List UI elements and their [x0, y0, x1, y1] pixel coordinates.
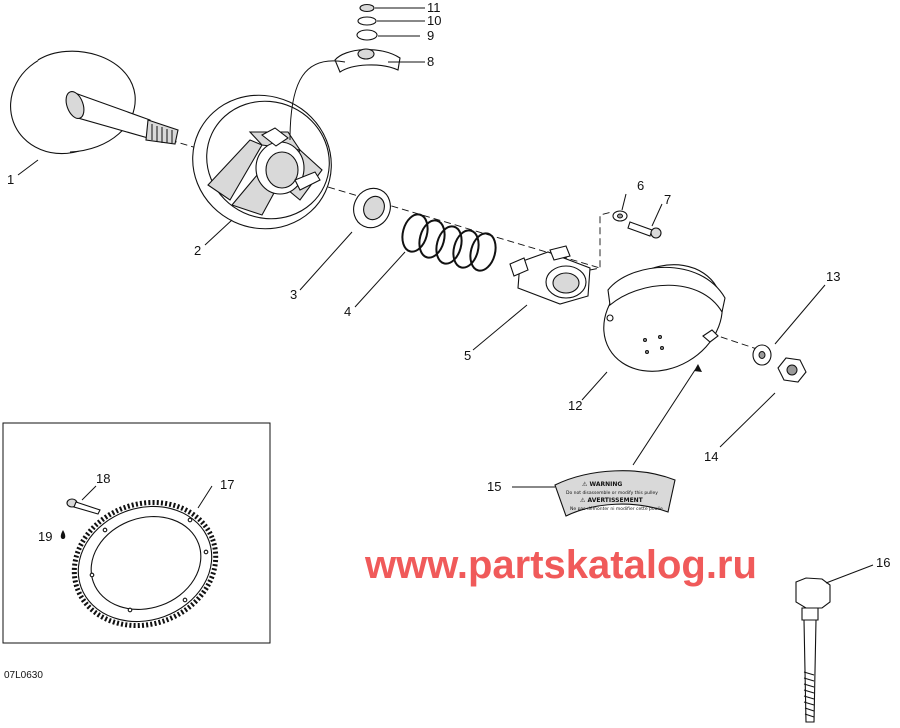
- callout-leaders: [17, 7, 874, 584]
- part-washer-13: [752, 344, 772, 366]
- callout-1: 1: [7, 172, 14, 187]
- inset-frame: [2, 422, 271, 644]
- part-nut: [777, 357, 807, 383]
- part-screw: [627, 221, 662, 239]
- callout-7: 7: [664, 192, 671, 207]
- callout-2: 2: [194, 243, 201, 258]
- part-washer-small: [612, 210, 628, 222]
- callout-15: 15: [487, 479, 501, 494]
- part-ring-gear: [71, 499, 219, 629]
- callout-10: 10: [427, 13, 441, 28]
- part-inset-screw: [66, 498, 101, 515]
- callout-4: 4: [344, 304, 351, 319]
- callout-19: 19: [38, 529, 52, 544]
- arrowhead-icon: [694, 364, 702, 372]
- decal-line-3: ⚠ AVERTISSEMENT: [580, 497, 644, 504]
- decal-line-4: Ne pas démonter ni modifier cette poulie: [570, 505, 663, 512]
- callout-11: 11: [427, 0, 441, 15]
- watermark-text: www.partskatalog.ru: [364, 543, 757, 587]
- thread-locker-drop-icon: [60, 530, 66, 539]
- part-cover: [603, 264, 726, 372]
- callout-3: 3: [290, 287, 297, 302]
- part-spring: [401, 213, 497, 272]
- leader-shoe-to-sheave: [289, 60, 346, 141]
- part-spring-seat: [353, 187, 391, 229]
- callout-5: 5: [464, 348, 471, 363]
- callout-17: 17: [220, 477, 234, 492]
- part-long-bolt: [795, 577, 831, 723]
- callout-numbers: 1 2 3 4 5 6 7 8 9 10 11 12 13 14 15 16 1…: [7, 0, 890, 570]
- callout-16: 16: [876, 555, 890, 570]
- part-movable-sheave: [192, 94, 332, 230]
- callout-8: 8: [427, 54, 434, 69]
- part-slider-shoe: [334, 48, 401, 73]
- callout-14: 14: [704, 449, 718, 464]
- part-warning-decal: ⚠ WARNING Do not disassemble or modify t…: [554, 470, 676, 517]
- callout-18: 18: [96, 471, 110, 486]
- drawing-code: 07L0630: [4, 670, 43, 681]
- callout-12: 12: [568, 398, 582, 413]
- callout-9: 9: [427, 28, 434, 43]
- decal-line-2: Do not disassemble or modify this pulley: [566, 490, 658, 496]
- callout-6: 6: [637, 178, 644, 193]
- part-fixed-sheave: [10, 50, 179, 155]
- decal-line-1: ⚠ WARNING: [582, 481, 622, 488]
- part-washer-9: [356, 29, 378, 41]
- part-washer-10: [357, 16, 377, 26]
- part-cap-11: [359, 3, 375, 13]
- part-cam: [509, 245, 591, 305]
- callout-13: 13: [826, 269, 840, 284]
